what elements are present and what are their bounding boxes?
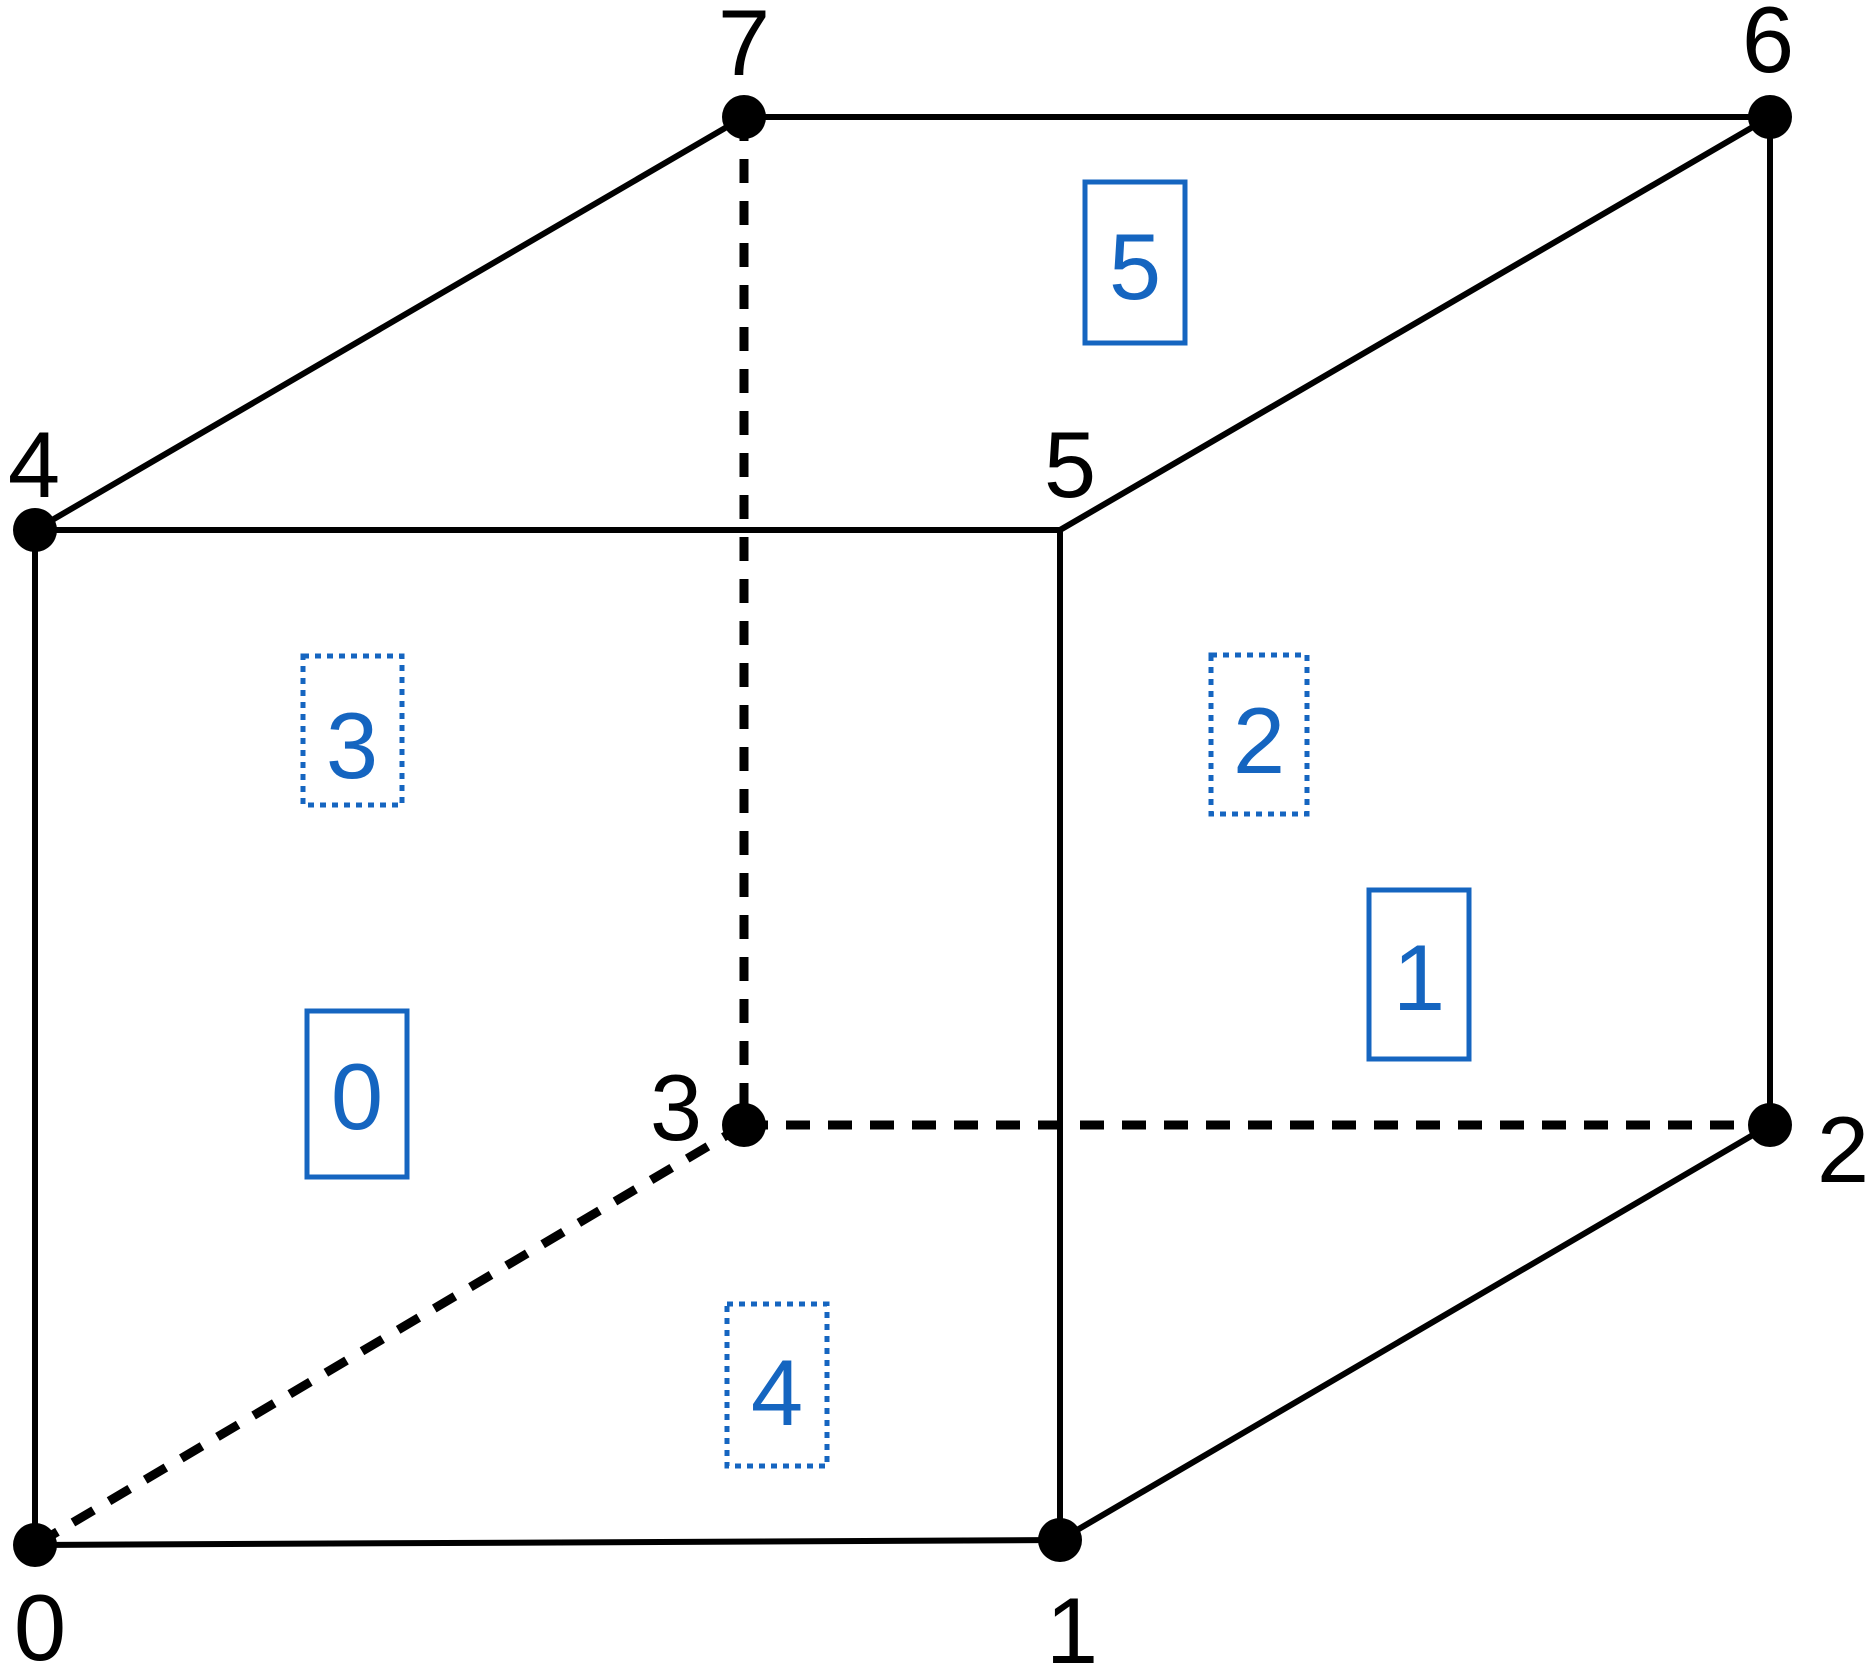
vertex-labels: 0 1 2 3 4 5 6 7 [8, 0, 1865, 1669]
face-box-2 [1208, 652, 1310, 817]
vertex-dot-6 [1748, 95, 1792, 139]
cube-edges [32, 114, 1773, 1549]
face-5: 5 [1082, 179, 1188, 346]
vertex-label-5: 5 [1044, 412, 1096, 517]
vertex-dot-7 [722, 95, 766, 139]
face-label-0: 0 [331, 1044, 383, 1149]
face-box-3 [300, 653, 405, 808]
face-4: 4 [724, 1301, 830, 1469]
edge-6-5 [1057, 114, 1773, 533]
edge-2-1 [1057, 1122, 1773, 1543]
vertex-label-7: 7 [718, 0, 770, 95]
face-label-1: 1 [1393, 925, 1445, 1030]
vertex-dot-3 [722, 1103, 766, 1147]
edge-4-7 [32, 114, 747, 533]
face-box-0 [304, 1008, 410, 1180]
vertex-dots [13, 95, 1792, 1567]
face-label-2: 2 [1233, 688, 1285, 793]
vertex-dot-1 [1038, 1518, 1082, 1562]
face-labels: 0 1 2 3 4 5 [300, 179, 1472, 1469]
vertex-label-4: 4 [8, 412, 60, 517]
face-box-5 [1082, 179, 1188, 346]
vertex-label-6: 6 [1742, 0, 1794, 92]
vertex-dot-0 [13, 1523, 57, 1567]
vertex-dot-2 [1748, 1103, 1792, 1147]
face-2: 2 [1208, 652, 1310, 817]
vertex-label-0: 0 [14, 1575, 66, 1669]
vertex-label-1: 1 [1046, 1578, 1098, 1669]
face-label-4: 4 [751, 1340, 803, 1445]
vertex-label-2: 2 [1817, 1097, 1865, 1202]
face-box-1 [1366, 887, 1472, 1062]
vertex-dot-4 [13, 508, 57, 552]
face-box-4 [724, 1301, 830, 1469]
face-label-3: 3 [326, 693, 378, 798]
face-label-5: 5 [1109, 214, 1161, 319]
face-1: 1 [1366, 887, 1472, 1062]
face-3: 3 [300, 653, 405, 808]
vertex-label-3: 3 [650, 1055, 702, 1160]
edge-0-1 [32, 1537, 1063, 1548]
face-0: 0 [304, 1008, 410, 1180]
edge-3-0 [32, 1121, 747, 1549]
